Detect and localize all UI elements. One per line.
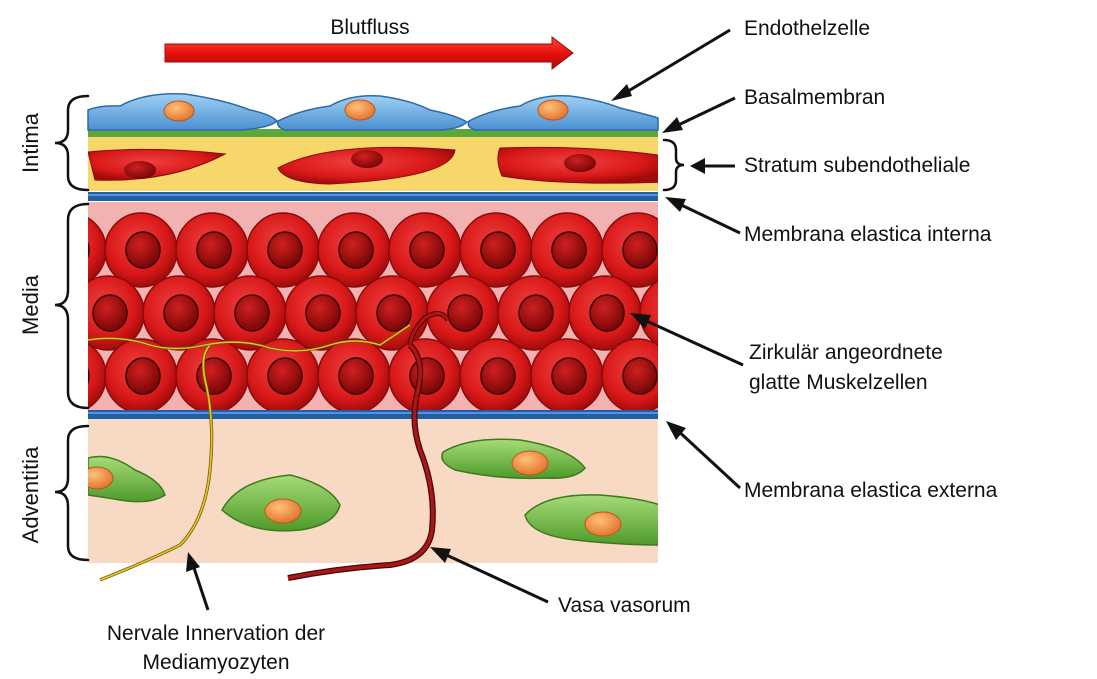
muscle-cell [105,339,177,413]
muscle-cell [640,276,712,350]
membrana-elastica-interna-band [88,192,658,201]
muscle-cell [569,276,641,350]
muscle-cell [105,213,177,287]
label-vasa-vasorum: Vasa vasorum [558,594,691,617]
label-membrana-elastica-interna: Membrana elastica interna [744,223,992,246]
label-endothelzelle: Endothelzelle [744,17,870,40]
label-basalmembran: Basalmembran [744,86,885,109]
smooth-muscle-cells [34,213,712,413]
muscle-cell [176,339,248,413]
flow-label: Blutfluss [330,16,409,39]
muscle-cell [143,276,215,350]
blood-flow-arrow [165,37,573,69]
label-muscle-line1: Zirkulär angeordnete [749,341,943,364]
muscle-cell [318,213,390,287]
layer-label-intima: Intima [18,112,43,173]
muscle-cell [498,276,570,350]
label-muscle-line2: glatte Muskelzellen [749,371,928,394]
muscle-cell [214,276,286,350]
muscle-cell [356,276,428,350]
muscle-cell [460,213,532,287]
muscle-cell [531,213,603,287]
layer-label-media: Media [18,274,43,335]
layer-braces [55,96,88,560]
label-nerve-line1: Nervale Innervation der [107,622,325,645]
muscle-cell [247,213,319,287]
muscle-cell [460,339,532,413]
muscle-cell [602,339,674,413]
muscle-cell [602,213,674,287]
muscle-cell [285,276,357,350]
muscle-cell [318,339,390,413]
stratum-brace [664,140,684,190]
adventitia-layer [88,419,658,563]
muscle-cell [176,213,248,287]
muscle-cell [34,213,106,287]
label-membrana-elastica-externa: Membrana elastica externa [744,479,998,502]
membrana-elastica-externa-band [88,410,658,419]
label-stratum-subendotheliale: Stratum subendotheliale [744,154,970,177]
muscle-cell [389,339,461,413]
endothelial-cells [88,94,658,130]
muscle-cell [531,339,603,413]
vessel-wall [34,129,712,563]
muscle-cell [389,213,461,287]
layer-label-adventitia: Adventitia [18,446,43,543]
label-nerve-line2: Mediamyozyten [142,651,289,674]
